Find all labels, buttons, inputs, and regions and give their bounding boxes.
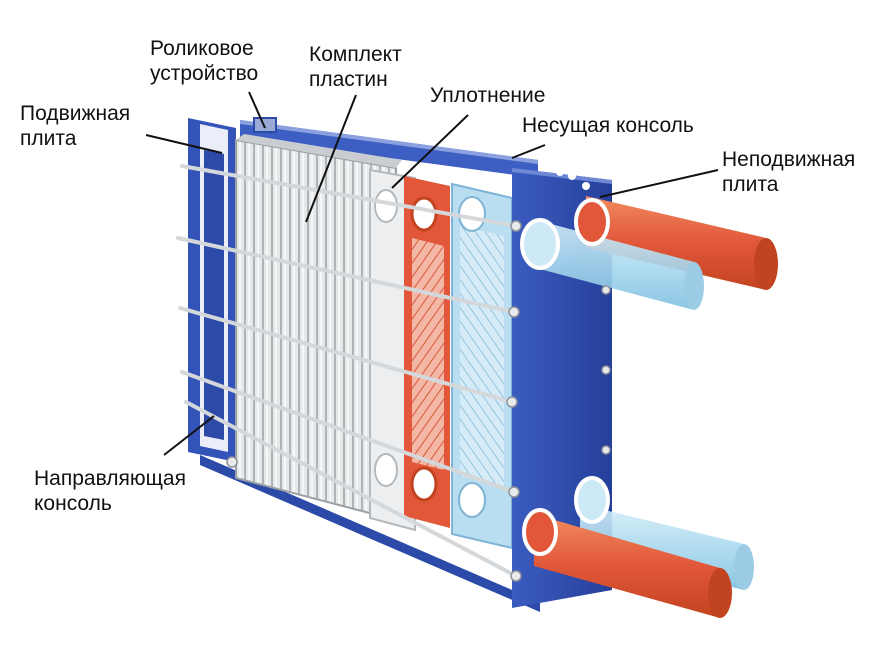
plate-gray: [369, 168, 416, 532]
label-gasket: Уплотнение: [430, 84, 546, 107]
label-roller-device: Роликовое устройство: [150, 37, 259, 85]
guide-bar: [200, 455, 540, 612]
pipe-hot-lower: [534, 514, 720, 618]
label-movable-plate: Подвижная плита: [20, 102, 131, 150]
leader-lines: [145, 91, 719, 456]
label-guide-bar: Направляющая консоль: [34, 467, 186, 515]
label-fixed-plate: Неподвижная плита: [722, 148, 856, 196]
pipe-hot-upper: [586, 196, 766, 290]
roller-device: [253, 117, 277, 133]
pipe-cold-upper: [536, 220, 694, 310]
tie-bolts: [176, 164, 518, 578]
label-plate-pack: Комплект пластин: [309, 43, 402, 91]
carrying-bar: [240, 120, 538, 178]
label-carrying-bar: Несущая консоль: [522, 114, 694, 137]
